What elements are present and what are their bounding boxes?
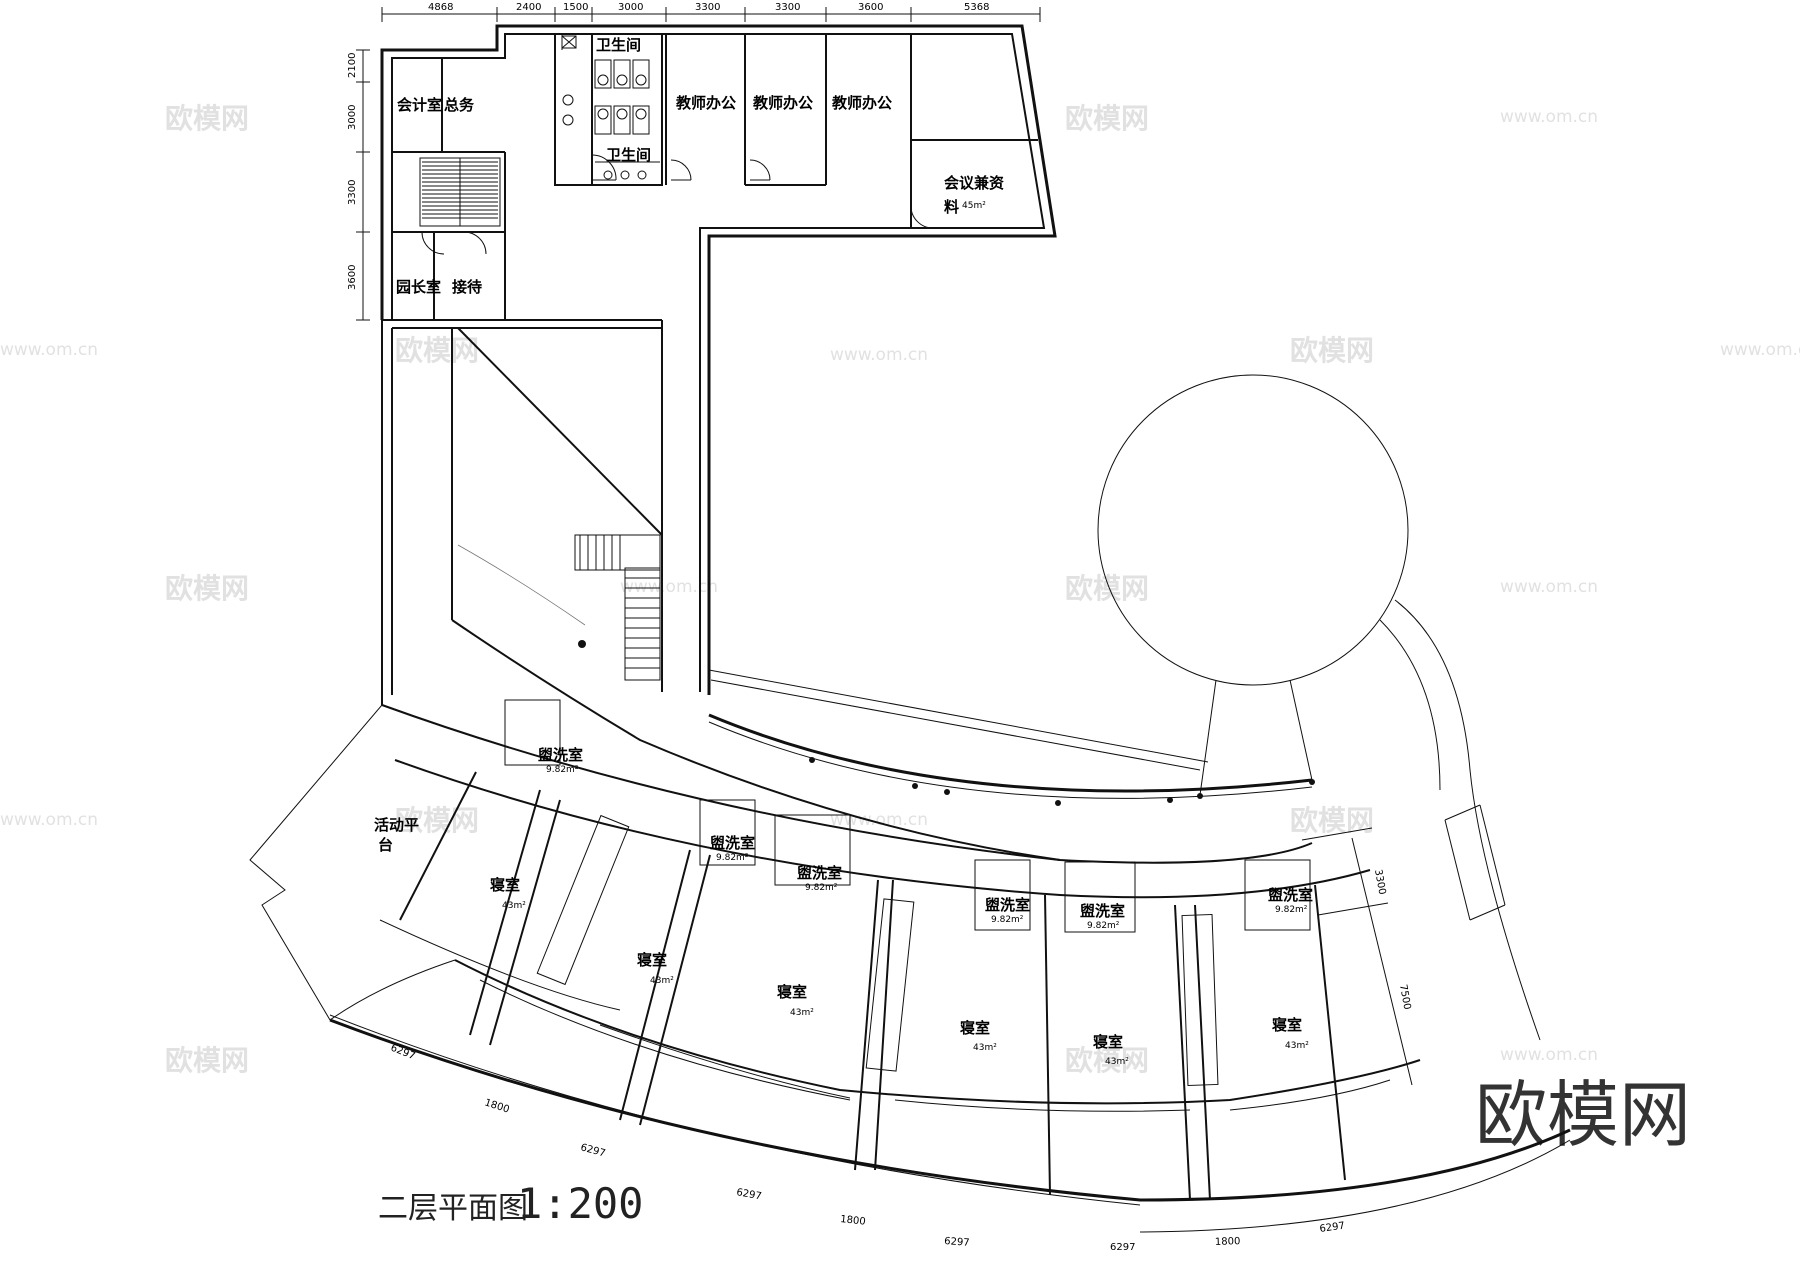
- room-general-affairs: 总务: [444, 96, 475, 114]
- room-teacher-office-2: 教师办公: [752, 94, 813, 112]
- svg-text:www.om.cn: www.om.cn: [1500, 1045, 1598, 1065]
- west-corridor: [381, 320, 1061, 861]
- room-teacher-office-1: 教师办公: [675, 94, 736, 112]
- right-dimension-line: 3300 7500: [1301, 827, 1413, 1086]
- dim-left-4: 3600: [347, 265, 358, 290]
- dim-top-5: 3300: [695, 2, 720, 13]
- svg-text:欧模网: 欧模网: [165, 1044, 249, 1077]
- dim-left-2: 3000: [347, 105, 358, 130]
- washroom-6-area: 9.82m²: [1275, 905, 1308, 915]
- dim-bottom-3: 6297: [579, 1142, 606, 1159]
- washroom-5-area: 9.82m²: [1087, 921, 1120, 931]
- svg-text:www.om.cn: www.om.cn: [0, 810, 98, 830]
- svg-text:欧模网: 欧模网: [165, 572, 249, 605]
- dorm-3-label: 寝室: [777, 983, 807, 1001]
- washroom-2-area: 9.82m²: [716, 853, 749, 863]
- dorm-2-label: 寝室: [637, 951, 667, 969]
- svg-text:www.om.cn: www.om.cn: [620, 577, 718, 597]
- washroom-1-label: 盥洗室: [538, 746, 583, 764]
- atrium-void: [451, 327, 663, 681]
- dorm-5-label: 寝室: [1093, 1033, 1123, 1051]
- dim-bottom-6: 6297: [944, 1236, 970, 1249]
- admin-block-walls: [380, 24, 1057, 695]
- washroom-1-area: 9.82m²: [546, 765, 579, 775]
- dorm-2-area: 43m²: [650, 976, 674, 986]
- room-meeting-line1: 会议兼资: [944, 174, 1004, 192]
- room-principal: 园长室: [396, 278, 441, 296]
- courtyard: [708, 374, 1541, 1041]
- washroom-4-area: 9.82m²: [991, 915, 1024, 925]
- room-restroom-bottom: 卫生间: [606, 146, 651, 164]
- dim-top-8: 5368: [964, 2, 989, 13]
- dim-bottom-4: 6297: [735, 1187, 762, 1202]
- dorm-5-area: 43m²: [1105, 1057, 1129, 1067]
- room-restroom-top: 卫生间: [596, 36, 641, 54]
- dim-top-3: 1500: [563, 2, 588, 13]
- room-reception: 接待: [452, 278, 482, 296]
- terrace-label-line2: 台: [378, 836, 393, 854]
- dorm-6-label: 寝室: [1272, 1016, 1302, 1034]
- drawing-title: 二层平面图: [378, 1191, 528, 1226]
- room-meeting-area: 45m²: [962, 201, 986, 211]
- dorm-1-label: 寝室: [490, 876, 520, 894]
- svg-text:欧模网: 欧模网: [395, 804, 479, 837]
- washroom-3-label: 盥洗室: [797, 864, 842, 882]
- dorm-6-area: 43m²: [1285, 1041, 1309, 1051]
- dim-right-2: 7500: [1397, 984, 1412, 1011]
- room-labels: 会计室 总务 卫生间 卫生间 教师办公 教师办公 教师办公 会议兼资 料 45m…: [374, 36, 1313, 1067]
- dorm-3-area: 43m²: [790, 1008, 814, 1018]
- washroom-3-area: 9.82m²: [805, 883, 838, 893]
- dim-left-1: 2100: [347, 53, 358, 78]
- drawing-scale: 1:200: [517, 1179, 643, 1228]
- brand-logo: 欧模网: [1475, 1073, 1691, 1157]
- svg-text:www.om.cn: www.om.cn: [1500, 577, 1598, 597]
- dorm-1-area: 43m²: [502, 901, 526, 911]
- dorm-4-label: 寝室: [960, 1019, 990, 1037]
- svg-text:欧模网: 欧模网: [1290, 804, 1374, 837]
- room-teacher-office-3: 教师办公: [831, 94, 892, 112]
- svg-text:欧模网: 欧模网: [1065, 102, 1149, 135]
- dim-right-1: 3300: [1372, 869, 1387, 896]
- room-accounting: 会计室: [397, 96, 442, 114]
- washroom-4-label: 盥洗室: [985, 896, 1030, 914]
- south-wing: [249, 699, 1571, 1202]
- dim-left-3: 3300: [347, 180, 358, 205]
- svg-text:欧模网: 欧模网: [1065, 572, 1149, 605]
- dim-bottom-5: 1800: [840, 1214, 866, 1228]
- washroom-2-label: 盥洗室: [710, 834, 755, 852]
- svg-text:欧模网: 欧模网: [1065, 1044, 1149, 1077]
- dim-top-7: 3600: [858, 2, 883, 13]
- dim-top-2: 2400: [516, 2, 541, 13]
- svg-text:欧模网: 欧模网: [165, 102, 249, 135]
- dim-top-1: 4868: [428, 2, 453, 13]
- dim-top-4: 3000: [618, 2, 643, 13]
- svg-text:欧模网: 欧模网: [1290, 334, 1374, 367]
- svg-text:欧模网: 欧模网: [395, 334, 479, 367]
- washroom-6-label: 盥洗室: [1268, 886, 1313, 904]
- svg-text:www.om.cn: www.om.cn: [830, 345, 928, 365]
- dim-bottom-7: 6297: [1110, 1242, 1135, 1253]
- dim-bottom-2: 1800: [483, 1097, 511, 1115]
- dorm-4-area: 43m²: [973, 1043, 997, 1053]
- room-meeting-line2: 料: [944, 198, 959, 216]
- left-dimension-line: 2100 3000 3300 3600: [347, 49, 370, 321]
- svg-text:www.om.cn: www.om.cn: [830, 810, 928, 830]
- svg-text:www.om.cn: www.om.cn: [0, 340, 98, 360]
- watermark-layer: 欧模网 欧模网 www.om.cn www.om.cn 欧模网 www.om.c…: [0, 102, 1800, 1157]
- dim-bottom-9: 6297: [1319, 1221, 1346, 1235]
- top-dimension-line: 4868 2400 1500 3000 3300 3300 3600 5368: [381, 2, 1041, 22]
- svg-text:www.om.cn: www.om.cn: [1500, 107, 1598, 127]
- washroom-5-label: 盥洗室: [1080, 902, 1125, 920]
- dim-top-6: 3300: [775, 2, 800, 13]
- terrace-label-line1: 活动平: [374, 816, 419, 834]
- svg-text:www.om.cn: www.om.cn: [1720, 340, 1800, 360]
- dim-bottom-8: 1800: [1215, 1236, 1241, 1248]
